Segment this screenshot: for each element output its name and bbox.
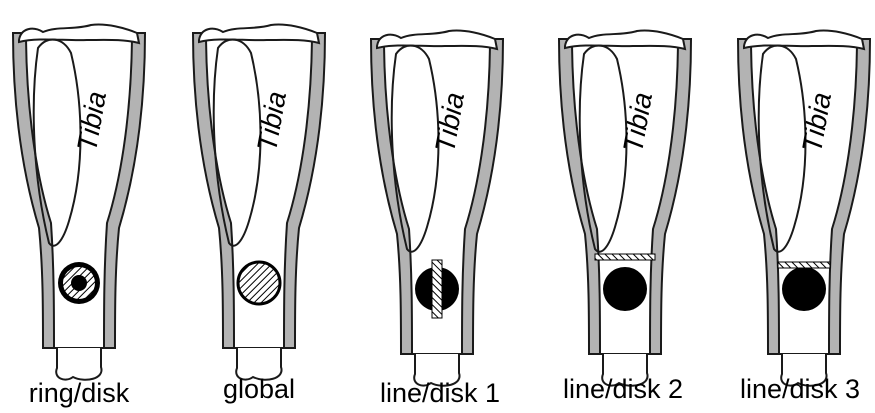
panel-label-line-disk-2: line/disk 2 — [563, 374, 683, 404]
panel-ring-disk: Tibia — [13, 25, 145, 380]
panel-label-ring-disk: ring/disk — [29, 378, 130, 408]
panel-label-global: global — [223, 374, 295, 404]
inner-disk — [71, 275, 87, 291]
panel-line-disk-2: Tibia — [559, 31, 691, 386]
tibia-bone-drawing — [371, 31, 503, 386]
panel-line-disk-3: Tibia — [738, 31, 870, 386]
transverse-hatched-line — [595, 254, 655, 260]
global-hatched-disk — [238, 262, 280, 304]
vertical-hatched-line — [432, 260, 442, 318]
solid-disk — [603, 267, 647, 311]
panel-label-line-disk-1: line/disk 1 — [380, 378, 500, 408]
tibia-bone-drawing — [13, 25, 145, 380]
tangent-hatched-line — [778, 262, 830, 268]
tibia-bone-drawing — [559, 31, 691, 386]
solid-disk — [782, 267, 826, 311]
panel-label-line-disk-3: line/disk 3 — [740, 374, 860, 404]
panel-line-disk-1: Tibia — [371, 31, 503, 386]
panel-global: Tibia — [193, 25, 325, 380]
tibia-bone-drawing — [193, 25, 325, 380]
tibia-bone-drawing — [738, 31, 870, 386]
